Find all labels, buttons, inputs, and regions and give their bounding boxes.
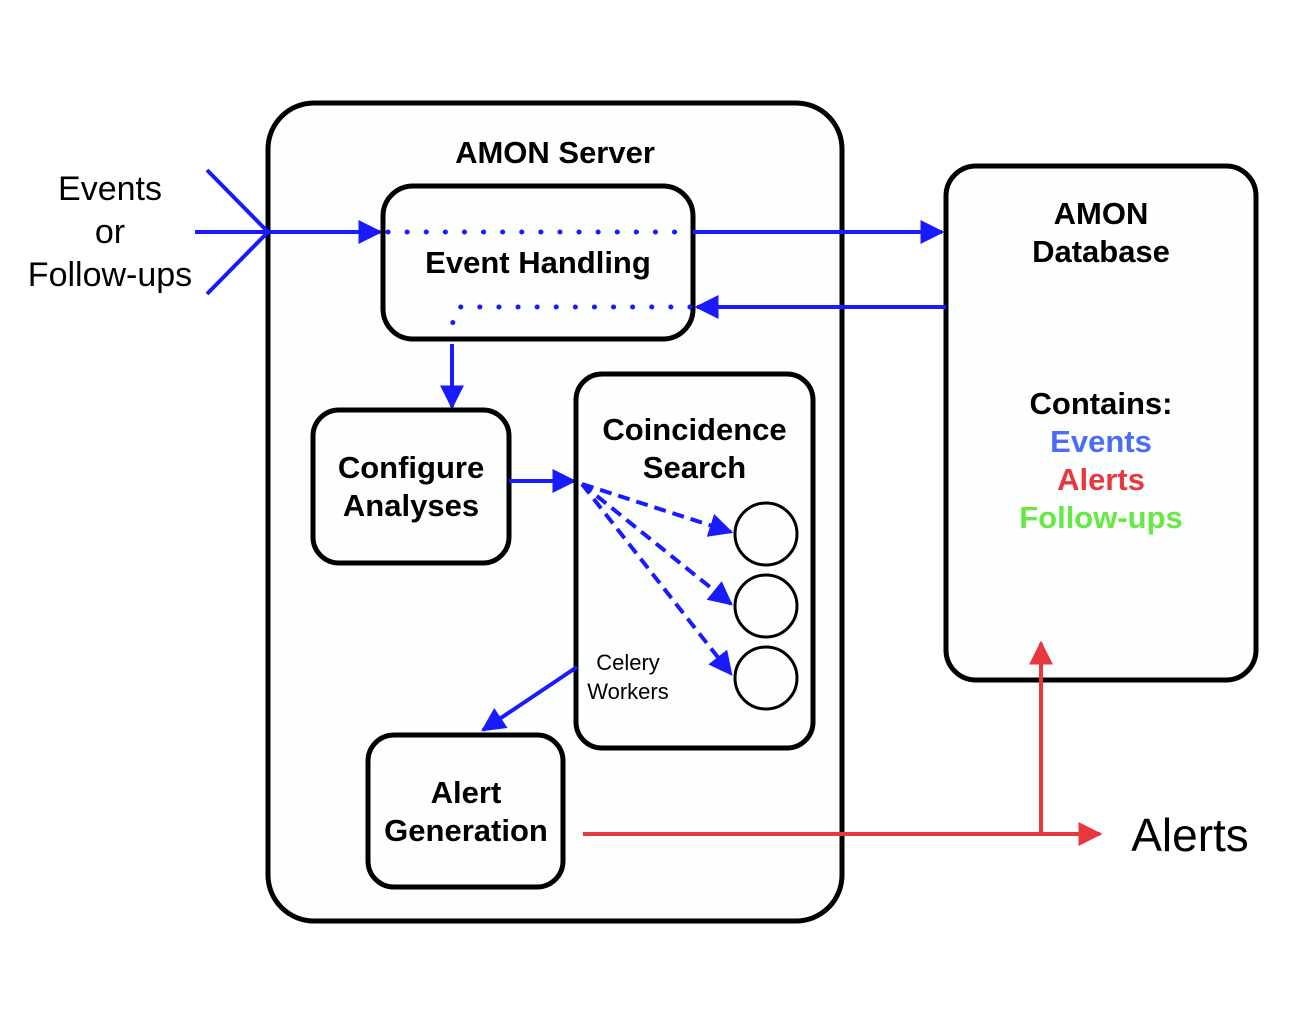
alert-generation-label-line2: Generation [384,813,548,848]
amon-server-title: AMON Server [455,135,655,170]
worker-dispatch-arrow-1 [581,482,734,537]
worker-dispatch-arrow-3 [580,482,733,676]
configure-analyses-box [310,407,512,566]
database-contains-label: Contains: [1029,386,1173,421]
celery-workers-label-line1: Celery [596,650,660,675]
input-label-events: Events [58,170,162,208]
worker-dispatch-arrow-2 [580,482,733,606]
database-contents-alerts: Alerts [1057,462,1145,497]
input-line-lower [205,230,270,296]
configure-analyses-label-line2: Analyses [342,488,480,523]
input-line-upper [205,168,270,234]
input-label-followups: Follow-ups [27,256,193,294]
alerts-output-label: Alerts [1131,809,1249,861]
amon-database-title-line2: Database [1032,234,1170,269]
celery-worker-3 [733,645,799,711]
event-handling-label: Event Handling [425,245,651,280]
alert-generation-label-line1: Alert [430,775,502,810]
event-handling-dotted-out [449,304,693,328]
database-contents-followups: Follow-ups [1019,500,1183,535]
alert-generation-box [365,732,566,890]
coincidence-search-label-line1: Coincidence [602,412,787,447]
celery-worker-1 [733,501,799,567]
input-label-or: or [94,213,126,251]
amon-database-title-line1: AMON [1053,196,1149,231]
coincidence-search-label-line2: Search [642,450,747,485]
to-alert-generation-arrow [481,665,579,732]
event-handling-box [380,183,696,342]
amon-database-box [943,163,1259,683]
celery-workers-label-line2: Workers [587,679,669,704]
configure-analyses-label-line1: Configure [337,450,485,485]
celery-worker-2 [733,573,799,639]
database-contents-events: Events [1050,424,1152,459]
